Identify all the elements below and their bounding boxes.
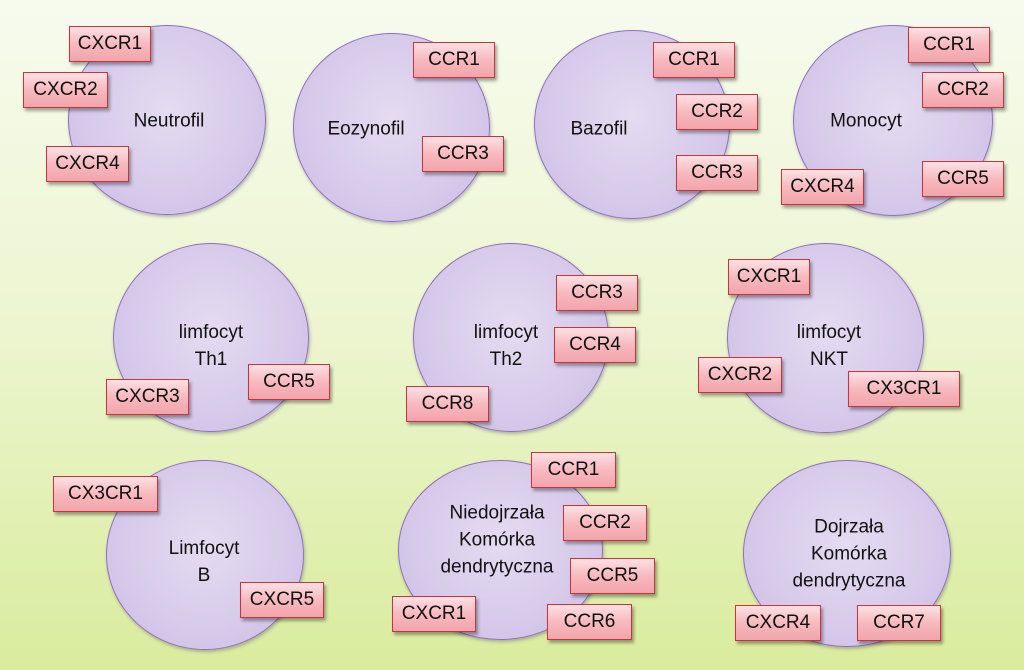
receptor-dojrzala-ccr7: CCR7	[857, 605, 941, 641]
receptor-bazofil-ccr1: CCR1	[653, 42, 735, 78]
receptor-bazofil-ccr3: CCR3	[676, 155, 758, 191]
receptor-nkt-cxcr1: CXCR1	[728, 259, 810, 295]
receptor-niedojrzala-ccr6: CCR6	[547, 604, 632, 640]
receptor-th1-cxcr3: CXCR3	[106, 379, 189, 415]
cell-label-niedojrzala-dendrytyczna: Niedojrzała Komórka dendrytyczna	[440, 502, 554, 578]
cell-label-bazofil: Bazofil	[570, 118, 628, 140]
receptor-eozynofil-ccr1: CCR1	[413, 42, 495, 78]
receptor-neutrofil-cxcr4: CXCR4	[46, 146, 129, 182]
cell-label-dojrzala-dendrytyczna: Dojrzała Komórka dendrytyczna	[792, 516, 906, 592]
receptor-niedojrzala-ccr2: CCR2	[563, 505, 647, 541]
receptor-monocyt-ccr1: CCR1	[908, 27, 990, 63]
cell-label-limfocyt-th2: limfocyt Th2	[473, 322, 539, 370]
receptor-monocyt-cxcr4: CXCR4	[781, 169, 864, 205]
receptor-b-cxcr5: CXCR5	[240, 582, 324, 618]
receptor-nkt-cx3cr1: CX3CR1	[848, 371, 960, 407]
receptor-th2-ccr8: CCR8	[406, 386, 489, 422]
receptor-nkt-cxcr2: CXCR2	[698, 357, 782, 393]
receptor-neutrofil-cxcr1: CXCR1	[69, 26, 151, 62]
receptor-niedojrzala-ccr5: CCR5	[570, 558, 655, 594]
cell-label-monocyt: Monocyt	[830, 110, 902, 132]
cell-label-neutrofil: Neutrofil	[133, 110, 205, 132]
receptor-th2-ccr4: CCR4	[554, 327, 636, 363]
cell-label-limfocyt-th1: limfocyt Th1	[178, 322, 244, 370]
receptor-eozynofil-ccr3: CCR3	[422, 136, 504, 172]
receptor-th1-ccr5: CCR5	[248, 364, 330, 400]
receptor-niedojrzala-ccr1: CCR1	[531, 452, 616, 488]
cell-label-limfocyt-nkt: limfocyt NKT	[796, 322, 862, 370]
receptor-b-cx3cr1: CX3CR1	[53, 476, 158, 512]
receptor-bazofil-ccr2: CCR2	[676, 94, 758, 130]
cell-label-eozynofil: Eozynofil	[327, 118, 405, 140]
receptor-dojrzala-cxcr4: CXCR4	[735, 605, 821, 641]
receptor-monocyt-ccr5: CCR5	[922, 161, 1004, 197]
receptor-monocyt-ccr2: CCR2	[922, 72, 1004, 108]
receptor-neutrofil-cxcr2: CXCR2	[23, 72, 108, 108]
cell-label-limfocyt-b: Limfocyt B	[168, 538, 240, 586]
receptor-niedojrzala-cxcr1: CXCR1	[392, 596, 476, 632]
receptor-th2-ccr3: CCR3	[556, 275, 638, 311]
